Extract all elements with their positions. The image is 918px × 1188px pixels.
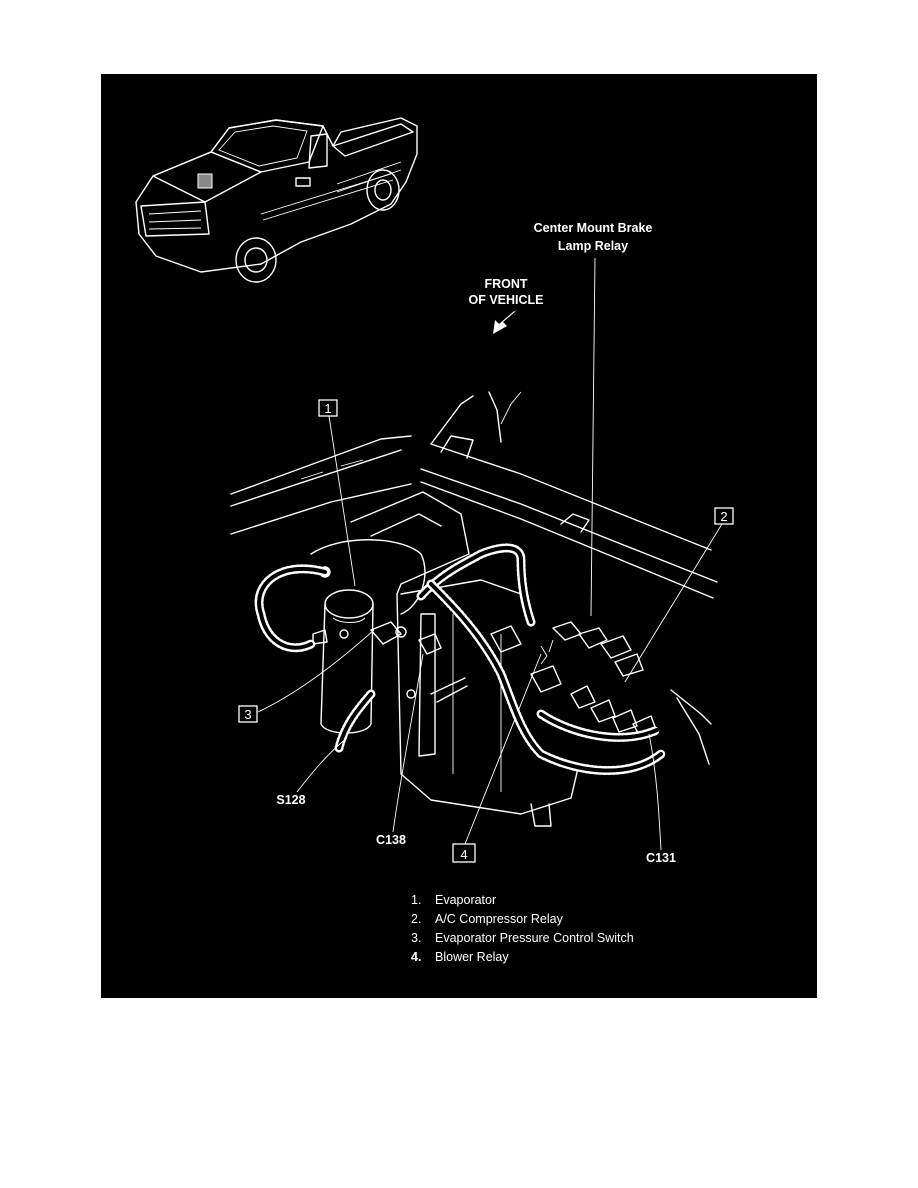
marker-2-leader xyxy=(624,523,723,683)
legend-item-3-text: Evaporator Pressure Control Switch xyxy=(435,931,634,945)
s128-leader xyxy=(296,737,348,793)
relay-callout-line1: Center Mount Brake xyxy=(534,221,653,235)
marker-box-2: 2 xyxy=(714,507,734,525)
legend: 1. Evaporator 2. A/C Compressor Relay 3.… xyxy=(411,893,634,964)
marker-1-leader xyxy=(328,415,356,587)
marker-box-1: 1 xyxy=(318,399,338,417)
legend-item-4-text: Blower Relay xyxy=(435,950,509,964)
c138-leader xyxy=(392,653,424,833)
marker-4-leader xyxy=(464,653,542,845)
evaporator-relay-diagram: Center Mount Brake Lamp Relay FRONT OF V… xyxy=(135,117,734,964)
marker-3-label: 3 xyxy=(244,707,251,722)
relay-leader-line xyxy=(590,257,596,617)
legend-item-1-number: 1. xyxy=(411,893,421,907)
legend-item-1-text: Evaporator xyxy=(435,893,496,907)
marker-box-4: 4 xyxy=(452,843,476,863)
locator-square-icon xyxy=(197,173,213,189)
legend-item-3-number: 3. xyxy=(411,931,421,945)
engine-bay-illustration xyxy=(230,391,718,827)
marker-1-label: 1 xyxy=(324,401,331,416)
marker-4-label: 4 xyxy=(460,847,467,862)
s128-label: S128 xyxy=(276,793,305,807)
c131-label: C131 xyxy=(646,851,676,865)
front-label-line1: FRONT xyxy=(484,277,527,291)
diagram-panel: Center Mount Brake Lamp Relay FRONT OF V… xyxy=(101,74,817,998)
front-arrow-icon xyxy=(493,310,517,334)
c138-label: C138 xyxy=(376,833,406,847)
marker-2-label: 2 xyxy=(720,509,727,524)
marker-3-leader xyxy=(257,629,375,713)
marker-box-3: 3 xyxy=(238,705,258,723)
c131-leader xyxy=(648,733,662,851)
legend-item-2-text: A/C Compressor Relay xyxy=(435,912,564,926)
relay-callout-line2: Lamp Relay xyxy=(558,239,628,253)
legend-item-4-number: 4. xyxy=(411,950,421,964)
legend-item-2-number: 2. xyxy=(411,912,421,926)
front-label-line2: OF VEHICLE xyxy=(468,293,543,307)
wiring-harness xyxy=(254,543,666,775)
pickup-truck-locator-icon xyxy=(135,117,418,283)
